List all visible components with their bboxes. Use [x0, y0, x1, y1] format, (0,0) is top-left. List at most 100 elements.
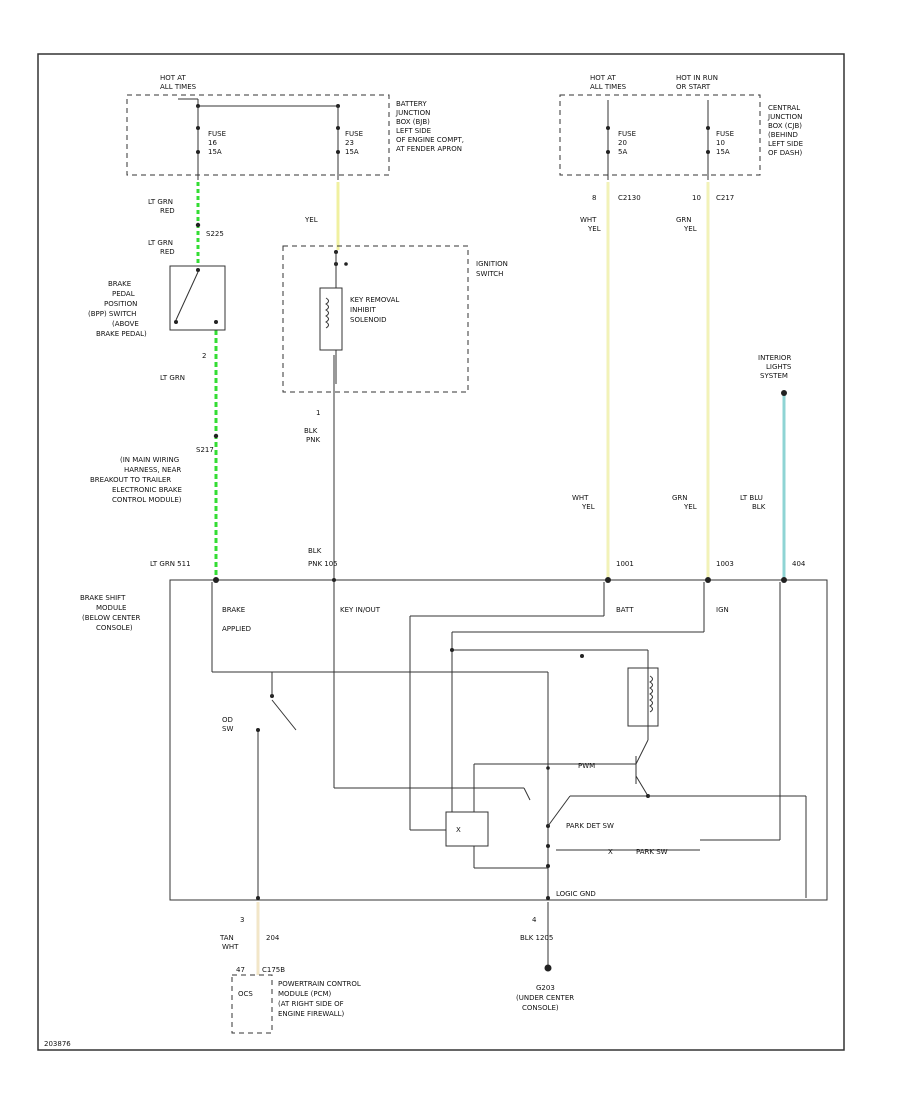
wire-1003: 1003: [716, 560, 734, 568]
bpp-label-6: BRAKE PEDAL): [96, 330, 147, 338]
wire-grn-yel-low-1: GRN: [672, 494, 688, 502]
wire-blk-pnk-105-1: BLK: [308, 547, 322, 555]
wire-pin-4: 4: [532, 916, 537, 924]
powertrain-control-module: 47 C175B OCS POWERTRAIN CONTROL MODULE (…: [231, 966, 361, 1034]
brake-shift-module: BRAKE SHIFT MODULE (BELOW CENTER CONSOLE…: [80, 577, 828, 901]
wire-grn-yel-top-2: YEL: [683, 225, 697, 233]
wire-pin-1: 1: [316, 409, 320, 417]
bjb-fuse-a-line2: 16: [208, 139, 217, 147]
module-label-3: (BELOW CENTER: [82, 614, 141, 622]
wire-lt-blu-blk-1: LT BLU: [740, 494, 763, 502]
wire-lt-blu-blk-2: BLK: [752, 503, 766, 511]
ignition-switch: IGNITION SWITCH KEY REMOVAL INHIBIT SOLE…: [282, 245, 508, 393]
s217-4: BREAKOUT TO TRAILER: [90, 476, 171, 484]
ignition-switch-line2: SWITCH: [476, 270, 503, 278]
battery-junction-box: HOT AT ALL TIMES FUSE 16 15A FUSE 23 15A…: [126, 74, 464, 180]
brake-applied-2: APPLIED: [222, 625, 251, 633]
bpp-label-1: BRAKE: [108, 280, 131, 288]
od-sw-1: OD: [222, 716, 233, 724]
ignition-switch-line1: IGNITION: [476, 260, 508, 268]
wire-lt-grn-red-mid-2: RED: [160, 248, 175, 256]
bjb-hot-at-line2: ALL TIMES: [160, 83, 197, 91]
wire-yel-label: YEL: [304, 216, 318, 224]
od-sw-2: SW: [222, 725, 233, 733]
cjb-desc-3: BOX (CJB): [768, 122, 802, 130]
wire-c2130: C2130: [618, 194, 641, 202]
cjb-fuse-b-line2: 10: [716, 139, 725, 147]
bpp-label-3: POSITION: [104, 300, 137, 308]
cjb-hot-at-a-line2: ALL TIMES: [590, 83, 627, 91]
wire-tan-wht-1: TAN: [219, 934, 234, 942]
cjb-fuse-b-line1: FUSE: [716, 130, 734, 138]
splice-s225: S225: [206, 230, 224, 238]
wire-wht-yel-top-2: YEL: [587, 225, 601, 233]
cjb-desc-5: LEFT SIDE: [768, 140, 803, 148]
bpp-label-2: PEDAL: [112, 290, 135, 298]
wire-pin-3: 3: [240, 916, 244, 924]
cjb-hot-at-b-line1: HOT IN RUN: [676, 74, 718, 82]
bjb-fuse-a-line1: FUSE: [208, 130, 226, 138]
wire-blk-pnk-mid-2: PNK: [306, 436, 320, 444]
g203-2: (UNDER CENTER: [516, 994, 574, 1002]
wire-tan-wht-2: WHT: [222, 943, 239, 951]
wire-1001: 1001: [616, 560, 634, 568]
central-junction-box: HOT AT ALL TIMES HOT IN RUN OR START FUS…: [559, 74, 803, 180]
pcm-conn: C175B: [262, 966, 285, 974]
cjb-desc-4: (BEHIND: [768, 131, 798, 139]
cjb-fuse-b-line3: 15A: [716, 148, 730, 156]
cjb-desc-1: CENTRAL: [768, 104, 800, 112]
logic-x: X: [456, 826, 461, 834]
diagram-frame: [37, 53, 845, 1051]
wire-pin-2: 2: [202, 352, 206, 360]
cjb-fuse-a-line2: 20: [618, 139, 627, 147]
interior-lights-1: INTERIOR: [758, 354, 791, 362]
cjb-desc-2: JUNCTION: [767, 113, 802, 121]
s217-1: S217: [196, 446, 214, 454]
key-in-out: KEY IN/OUT: [340, 606, 381, 614]
logic-gnd: LOGIC GND: [556, 890, 596, 898]
interior-lights-2: LIGHTS: [766, 363, 792, 371]
batt-label: BATT: [616, 606, 634, 614]
wire-lt-grn-red-mid-1: LT GRN: [148, 239, 173, 247]
module-label-1: BRAKE SHIFT: [80, 594, 126, 602]
wire-wht-yel-top-1: WHT: [580, 216, 597, 224]
cjb-desc-6: OF DASH): [768, 149, 803, 157]
key-solenoid-line1: KEY REMOVAL: [350, 296, 399, 304]
cjb-fuse-a-line3: 5A: [618, 148, 627, 156]
wire-grn-yel-top-1: GRN: [676, 216, 692, 224]
key-solenoid-line3: SOLENOID: [350, 316, 386, 324]
wire-404: 404: [792, 560, 806, 568]
key-solenoid-line2: INHIBIT: [350, 306, 376, 314]
brake-pedal-position-switch: BRAKE PEDAL POSITION (BPP) SWITCH (ABOVE…: [88, 265, 226, 338]
bpp-label-5: (ABOVE: [112, 320, 139, 328]
g203-3: CONSOLE): [522, 1004, 559, 1012]
bjb-desc-4: LEFT SIDE: [396, 127, 431, 135]
pcm-desc-4: ENGINE FIREWALL): [278, 1010, 345, 1018]
s217-6: CONTROL MODULE): [112, 496, 182, 504]
wire-blk-pnk-mid-1: BLK: [304, 427, 318, 435]
wire-lt-grn-red-top-2: RED: [160, 207, 175, 215]
cjb-hot-at-b-line2: OR START: [676, 83, 711, 91]
park-sw: PARK SW: [636, 848, 668, 856]
s217-5: ELECTRONIC BRAKE: [112, 486, 182, 494]
wire-wht-yel-low-2: YEL: [581, 503, 595, 511]
s217-2: (IN MAIN WIRING: [120, 456, 179, 464]
interior-lights-3: SYSTEM: [760, 372, 788, 380]
diagram-code: 203876: [44, 1040, 71, 1048]
wire-lt-grn-511: LT GRN 511: [150, 560, 191, 568]
module-label-4: CONSOLE): [96, 624, 133, 632]
bjb-desc-5: OF ENGINE COMPT,: [396, 136, 464, 144]
wire-lt-grn-mid: LT GRN: [160, 374, 185, 382]
park-det-sw: PARK DET SW: [566, 822, 614, 830]
wire-204: 204: [266, 934, 280, 942]
bjb-fuse-b-line1: FUSE: [345, 130, 363, 138]
cjb-fuse-a-line1: FUSE: [618, 130, 636, 138]
pcm-ocs: OCS: [238, 990, 253, 998]
wire-lt-grn-red-top-1: LT GRN: [148, 198, 173, 206]
wire-pin-8: 8: [592, 194, 596, 202]
bjb-desc-6: AT FENDER APRON: [396, 145, 462, 153]
bjb-desc-2: JUNCTION: [395, 109, 430, 117]
bjb-fuse-b-line2: 23: [345, 139, 354, 147]
wire-blk-pnk-105-2: PNK 105: [308, 560, 338, 568]
